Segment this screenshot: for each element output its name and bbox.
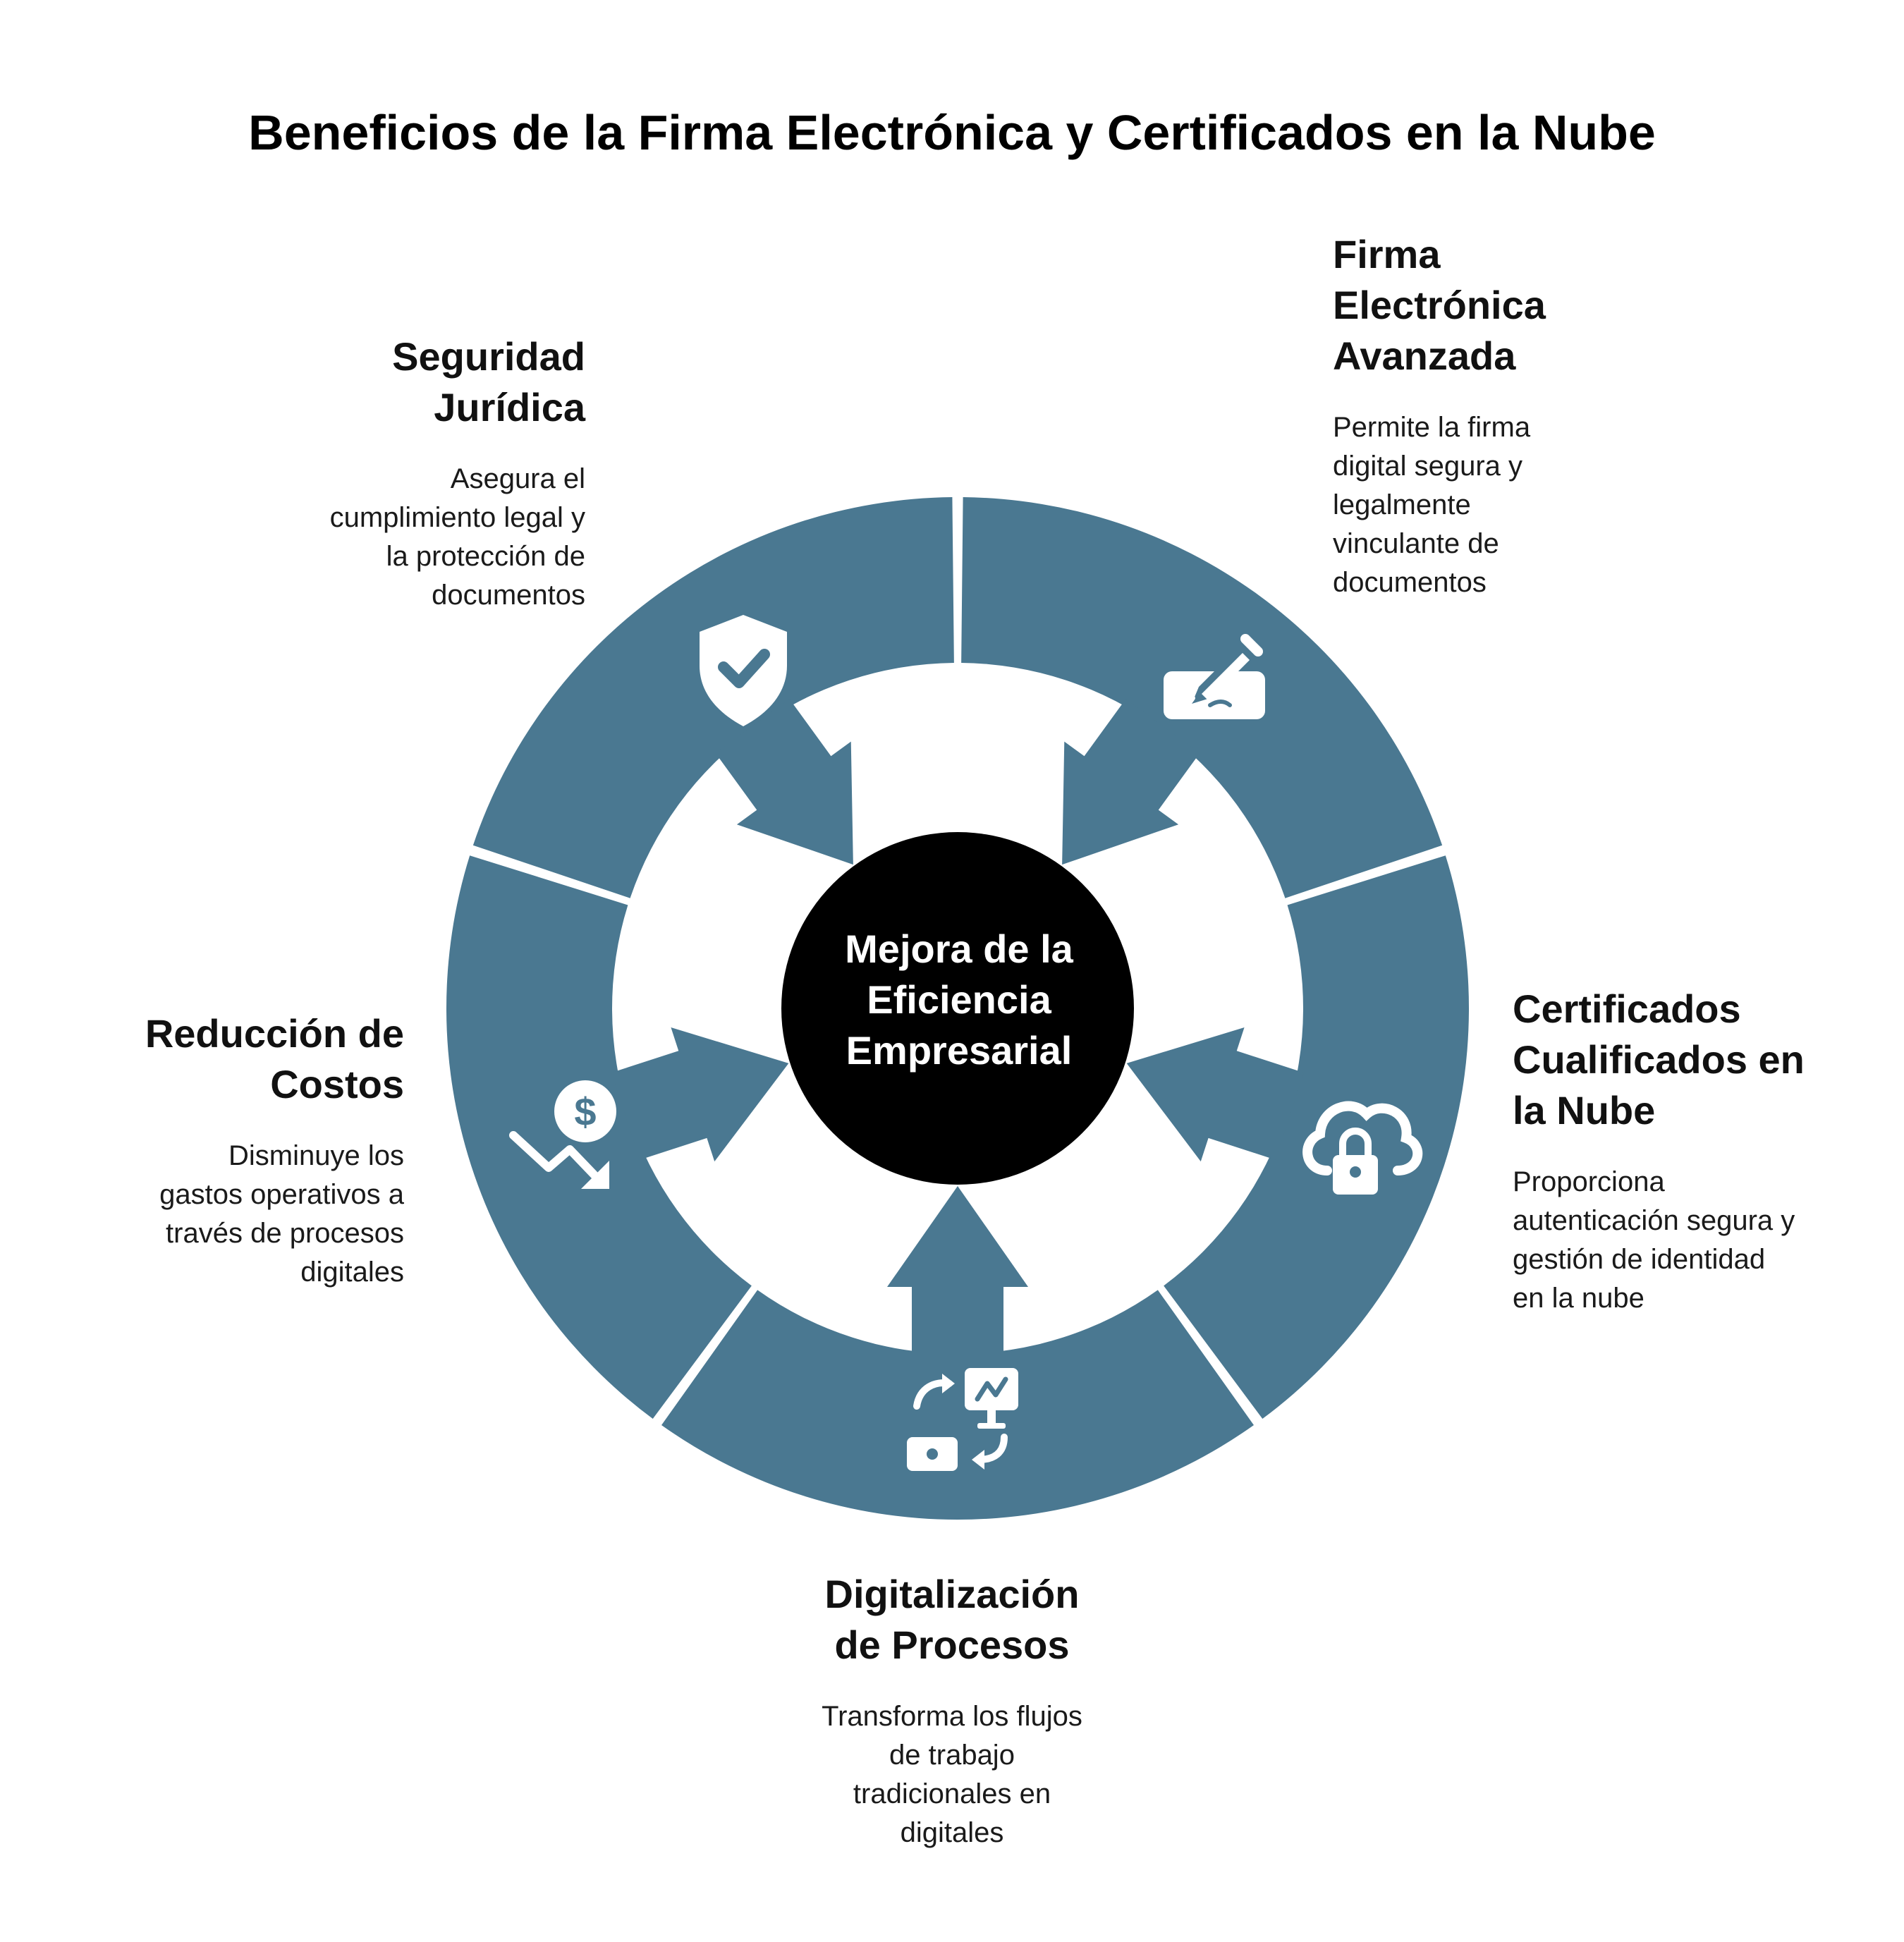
ring-segment-digitalizacion [661,1290,1254,1520]
center-circle [781,832,1134,1185]
dollar-decrease-icon: $ [509,1080,616,1189]
center-line: Eficiencia [867,977,1051,1022]
arrow-reduccion [611,1027,789,1162]
center-line: Empresarial [846,1028,1073,1073]
digital-transform-icon [907,1368,1018,1471]
page-title: Beneficios de la Firma Electrónica y Cer… [248,105,1656,160]
arrow-firma [1062,699,1200,865]
shield-check-icon [700,615,787,726]
cloud-lock-icon [1302,1101,1423,1195]
arrow-seguridad [715,699,853,865]
svg-text:$: $ [574,1089,596,1134]
arrow-certificados [1126,1027,1304,1162]
center-label: Mejora de la Eficiencia Empresarial [790,924,1128,1076]
arrow-digitalizacion [887,1186,1028,1357]
center-line: Mejora de la [845,927,1073,971]
signature-pen-icon [1164,634,1265,719]
